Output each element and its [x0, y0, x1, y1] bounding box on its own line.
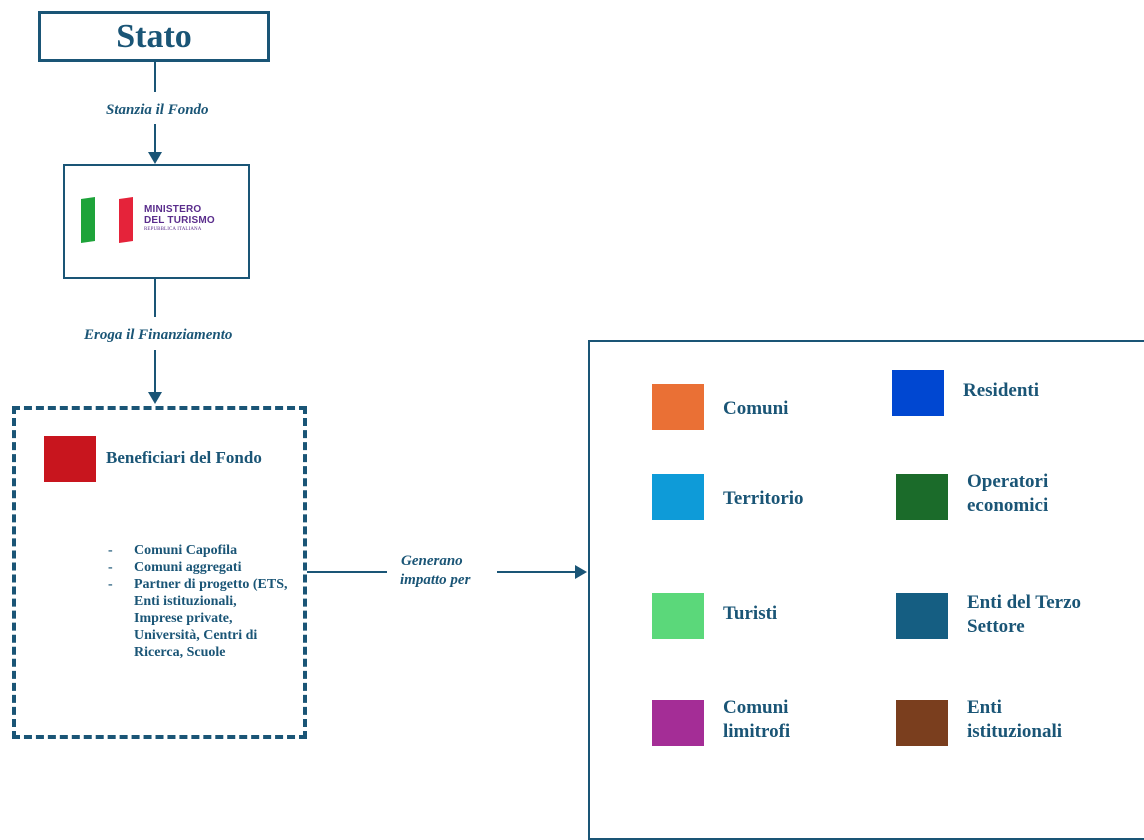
- list-item: -Comuni aggregati: [108, 560, 242, 575]
- edge-label-eroga: Eroga il Finanziamento: [84, 327, 233, 343]
- edge-label-generano-line1: Generano: [401, 553, 463, 569]
- legend-label-turisti: Turisti: [723, 603, 778, 624]
- legend-square-residenti: [892, 370, 944, 416]
- legend-label-operatori: Operatori economici: [967, 471, 1049, 516]
- connector-stato-top: [154, 62, 156, 92]
- arrowhead-to-beneficiari: [148, 392, 162, 404]
- legend-square-turisti: [652, 593, 704, 639]
- connector-generano-right: [497, 571, 575, 573]
- legend-square-comuni: [652, 384, 704, 430]
- arrowhead-to-ministero: [148, 152, 162, 164]
- legend-square-enti-terzo-settore: [896, 593, 948, 639]
- legend-square-enti-istituzionali: [896, 700, 948, 746]
- legend-label-comuni-limitrofi: Comuni limitrofi: [723, 697, 791, 742]
- list-item: -Partner di progetto (ETS, Enti istituzi…: [108, 577, 288, 660]
- flag-green-stripe: [81, 197, 95, 243]
- logo-line-2: DEL TURISMO: [144, 215, 215, 226]
- ministero-logo: MINISTERO DEL TURISMO REPUBBLICA ITALIAN…: [144, 204, 215, 233]
- beneficiari-color-square: [44, 436, 96, 482]
- logo-line-3: REPUBBLICA ITALIANA: [144, 227, 202, 232]
- beneficiari-title: Beneficiari del Fondo: [106, 448, 262, 467]
- edge-label-stanzia: Stanzia il Fondo: [106, 102, 209, 118]
- stato-label: Stato: [116, 17, 192, 55]
- stato-box: Stato: [38, 11, 270, 62]
- arrowhead-to-impatto: [575, 565, 587, 579]
- legend-label-territorio: Territorio: [723, 488, 804, 509]
- legend-square-comuni-limitrofi: [652, 700, 704, 746]
- beneficiari-list: -Comuni Capofila -Comuni aggregati -Part…: [108, 542, 288, 661]
- legend-label-enti-terzo-settore: Enti del Terzo Settore: [967, 592, 1082, 637]
- legend-label-enti-istituzionali: Enti istituzionali: [967, 697, 1063, 742]
- edge-label-generano-line2: impatto per: [400, 572, 471, 588]
- legend-square-territorio: [652, 474, 704, 520]
- legend-label-residenti: Residenti: [963, 380, 1039, 401]
- connector-stato-bottom: [154, 124, 156, 154]
- ministero-logo-box: MINISTERO DEL TURISMO REPUBBLICA ITALIAN…: [63, 164, 250, 279]
- beneficiari-box: [12, 406, 307, 739]
- legend-label-comuni: Comuni: [723, 398, 789, 419]
- connector-ministero-top: [154, 279, 156, 317]
- logo-line-1: MINISTERO: [144, 204, 202, 215]
- connector-generano-left: [307, 571, 387, 573]
- connector-ministero-bottom: [154, 350, 156, 394]
- list-item: -Comuni Capofila: [108, 543, 238, 558]
- legend-square-operatori: [896, 474, 948, 520]
- edge-label-generano: Generano impatto per: [400, 552, 470, 590]
- flag-red-stripe: [119, 197, 133, 243]
